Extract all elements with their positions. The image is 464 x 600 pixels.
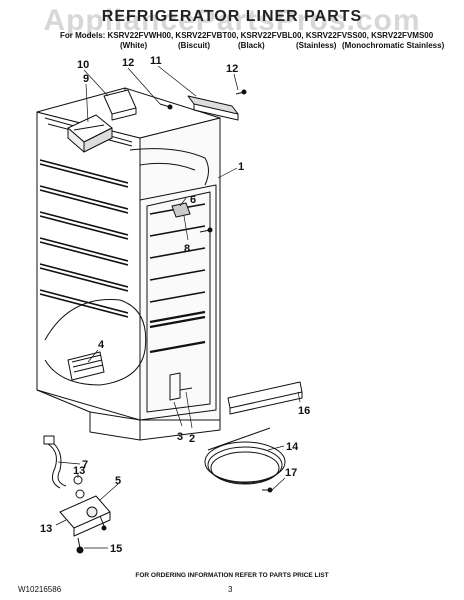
callout-13b: 13 <box>40 523 52 535</box>
callout-3: 3 <box>177 431 183 443</box>
callout-4: 4 <box>98 339 105 351</box>
light-housing <box>67 114 113 153</box>
callout-5: 5 <box>115 475 121 487</box>
tube-coil <box>204 427 286 485</box>
color-stainless: (Stainless) <box>296 41 337 50</box>
callout-9: 9 <box>83 73 89 85</box>
small-brackets <box>169 372 193 401</box>
callout-1: 1 <box>238 161 244 173</box>
screws <box>159 89 273 493</box>
color-white: (White) <box>120 41 148 50</box>
vent-grille <box>67 351 105 381</box>
ordering-note: FOR ORDERING INFORMATION REFER TO PARTS … <box>135 572 329 579</box>
leader-lines <box>55 65 301 549</box>
callout-6: 6 <box>190 194 196 206</box>
watermark: AppliancePartsPros.com <box>43 4 421 37</box>
color-monochromatic-stainless: (Monochromatic Stainless) <box>342 41 445 50</box>
callout-12a: 12 <box>122 57 134 69</box>
trim-strip <box>227 381 303 415</box>
callout-10: 10 <box>77 59 89 71</box>
model-list: For Models: KSRV22FVWH00, KSRV22FVBT00, … <box>60 31 434 40</box>
lower-contour <box>44 299 147 386</box>
shelf-ridges <box>39 159 206 318</box>
callout-17: 17 <box>285 467 297 479</box>
callout-labels: 10 12 11 12 9 1 6 8 4 3 2 16 7 14 13 5 1… <box>40 55 310 555</box>
light-switch-module <box>103 89 137 121</box>
document-id: W10216586 <box>18 585 62 594</box>
liner-body <box>36 87 221 441</box>
callout-14: 14 <box>286 441 299 453</box>
page-number: 3 <box>228 585 233 594</box>
callout-13a: 13 <box>73 465 85 477</box>
callout-15: 15 <box>110 543 122 555</box>
lamp-assembly <box>59 475 111 554</box>
wire-harness <box>43 435 67 489</box>
callout-8: 8 <box>184 243 190 255</box>
top-rail <box>187 95 239 121</box>
page-title: REFRIGERATOR LINER PARTS <box>101 8 363 25</box>
callout-7: 7 <box>82 459 88 471</box>
divider-strip <box>149 310 206 354</box>
callout-11: 11 <box>150 55 162 67</box>
color-biscuit: (Biscuit) <box>178 41 210 50</box>
callout-16: 16 <box>298 405 310 417</box>
callout-2: 2 <box>189 433 195 445</box>
color-black: (Black) <box>238 41 265 50</box>
callout-12b: 12 <box>226 63 238 75</box>
